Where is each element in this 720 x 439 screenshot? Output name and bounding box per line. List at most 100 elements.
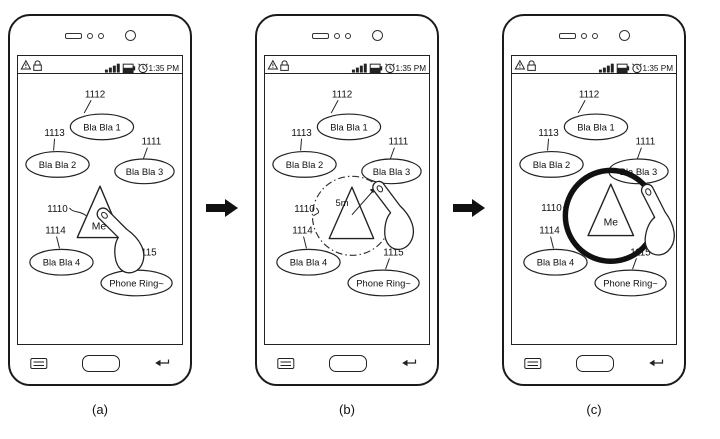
status-time: 1:35 PM xyxy=(643,64,674,73)
ref-number: 1114 xyxy=(539,226,560,237)
phone-ring-bubble xyxy=(347,269,420,297)
leader-line xyxy=(330,99,339,114)
leader-line xyxy=(385,258,390,270)
caption-c: (c) xyxy=(586,402,602,417)
bubble-label: Bla Bla 4 xyxy=(537,258,575,268)
phone-b-nav-row xyxy=(257,345,437,381)
flow-arrow-2 xyxy=(453,198,487,223)
bubble-label: Bla Bla 2 xyxy=(533,160,571,170)
sensor-dot-icon xyxy=(344,32,351,39)
contact-bubble-1 xyxy=(69,113,135,141)
phone-a-nav-row xyxy=(10,345,190,381)
contact-map: Bla Bla 1 Bla Bla 2 Bla Bla 3 Bla Bla 4 … xyxy=(272,89,422,297)
leader-line xyxy=(53,138,56,151)
bubble-label: Bla Bla 2 xyxy=(286,160,324,170)
ref-number: 1113 xyxy=(291,128,312,139)
bubble-label: Bla Bla 4 xyxy=(290,258,328,268)
leader-line xyxy=(303,236,307,249)
bubble-label: Bla Bla 3 xyxy=(373,167,411,177)
leader-line-1110 xyxy=(313,207,320,217)
contact-map: Bla Bla 1 Bla Bla 2 Bla Bla 3 Bla Bla 4 … xyxy=(25,89,175,297)
leader-line xyxy=(637,147,642,159)
leader-line xyxy=(547,138,550,151)
ref-number: 1112 xyxy=(85,89,105,100)
ref-number: 1110 xyxy=(541,203,562,214)
contact-bubble-3 xyxy=(361,158,422,185)
phone-b-map: 1:35 PM Bla Bla xyxy=(265,60,429,297)
me-triangle xyxy=(587,183,635,237)
bubble-label: Bla Bla 3 xyxy=(126,167,164,177)
ref-number: 1110 xyxy=(47,204,68,215)
leader-line xyxy=(632,258,637,270)
leader-line xyxy=(577,99,586,114)
me-triangle xyxy=(328,186,375,240)
bubble-label: Bla Bla 4 xyxy=(43,258,81,268)
ref-number: 1113 xyxy=(538,128,559,139)
phone-c-nav-row xyxy=(504,345,684,381)
sensor-dot-icon xyxy=(591,32,598,39)
bubble-label: Bla Bla 1 xyxy=(83,122,121,132)
ref-number: 1115 xyxy=(383,247,404,258)
menu-icon xyxy=(30,357,48,369)
bubble-label: Bla Bla 3 xyxy=(620,167,658,177)
caption-a: (a) xyxy=(92,402,108,417)
camera-icon xyxy=(618,30,630,41)
status-time: 1:35 PM xyxy=(149,64,180,73)
bubble-label: Bla Bla 1 xyxy=(577,122,615,132)
contact-bubble-1 xyxy=(563,113,629,141)
ref-number: 1112 xyxy=(332,89,352,100)
leader-line xyxy=(56,236,60,249)
ref-number: 1112 xyxy=(579,89,599,100)
phone-b-screen: 1:35 PM Bla Bla xyxy=(264,55,430,345)
contact-bubble-1 xyxy=(316,113,382,141)
bubble-label: Phone Ring~ xyxy=(603,278,658,288)
sensor-dot-icon xyxy=(97,32,104,39)
leader-line xyxy=(550,236,554,249)
phone-a: 1:35 PM Bla Bla 1 Bla Bla 2 B xyxy=(8,14,192,386)
leader-line xyxy=(390,147,395,159)
phone-c-screen: 1:35 PM Bla Bla 1 Bla Bla 2 xyxy=(511,55,677,345)
me-label: Me xyxy=(604,218,619,229)
contact-bubble-2 xyxy=(519,150,584,178)
home-button xyxy=(329,354,367,372)
sensor-dot-icon xyxy=(86,32,93,39)
contact-bubble-3 xyxy=(114,158,175,185)
contact-map: Bla Bla 1 Bla Bla 2 Bla Bla 3 Bla Bla 4 … xyxy=(519,89,676,297)
caption-b: (b) xyxy=(339,402,355,417)
phone-b: 1:35 PM Bla Bla xyxy=(255,14,439,386)
me-label: Me xyxy=(92,222,107,233)
ref-number: 1111 xyxy=(635,137,655,148)
status-time: 1:35 PM xyxy=(396,64,427,73)
menu-icon xyxy=(277,357,295,369)
phone-c: 1:35 PM Bla Bla 1 Bla Bla 2 xyxy=(502,14,686,386)
phone-c-speaker-row xyxy=(504,16,684,55)
phone-a-speaker-row xyxy=(10,16,190,55)
bubble-label: Phone Ring~ xyxy=(109,278,164,288)
flow-arrow-1 xyxy=(206,198,240,223)
contact-bubble-2 xyxy=(25,150,90,178)
leader-line-1110 xyxy=(68,207,87,217)
speaker-icon xyxy=(64,32,82,39)
ref-number: 1115 xyxy=(136,247,157,258)
sensor-dot-icon xyxy=(580,32,587,39)
leader-line xyxy=(143,147,148,159)
contact-bubble-4 xyxy=(29,248,94,276)
contact-bubble-2 xyxy=(272,150,337,178)
radius-label: 5m xyxy=(336,198,349,208)
contact-bubble-4 xyxy=(523,248,588,276)
ref-number: 1114 xyxy=(292,226,313,237)
contact-bubble-4 xyxy=(276,248,341,276)
speaker-icon xyxy=(311,32,329,39)
leader-line xyxy=(83,99,92,114)
back-icon xyxy=(155,359,170,367)
camera-icon xyxy=(371,30,383,41)
bubble-label: Bla Bla 2 xyxy=(39,160,77,170)
sensor-dot-icon xyxy=(333,32,340,39)
ref-number: 1115 xyxy=(630,247,651,258)
home-button xyxy=(576,354,614,372)
phone-ring-bubble xyxy=(594,269,667,297)
radius-arrow xyxy=(351,189,375,216)
back-icon xyxy=(649,359,664,367)
ref-number: 1110 xyxy=(294,204,315,215)
